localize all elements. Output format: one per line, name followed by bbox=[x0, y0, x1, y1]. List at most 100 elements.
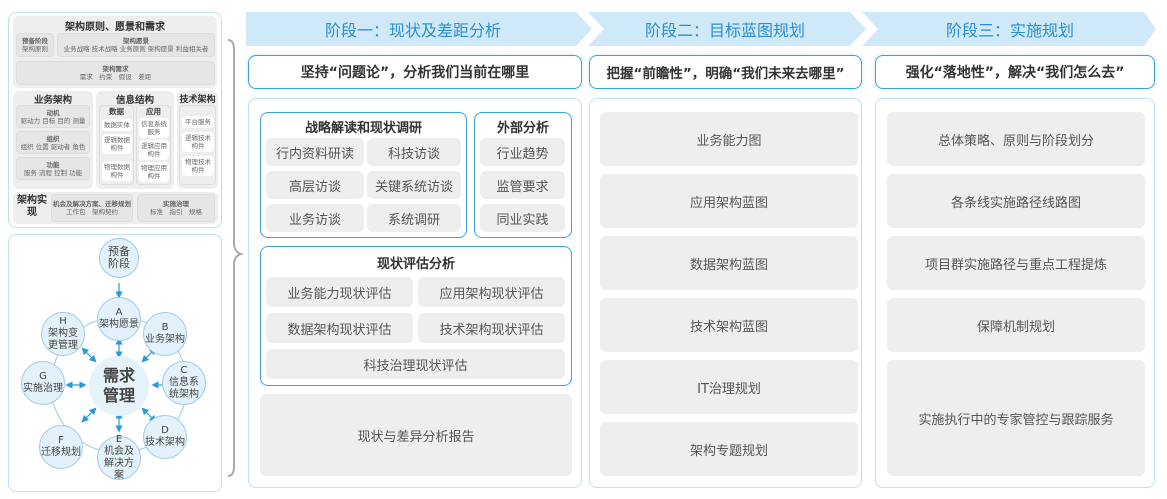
stage3-slogan: 强化“落地性”，解决“我们怎么去” bbox=[875, 55, 1155, 89]
strategy-title: 战略解读和现状调研 bbox=[304, 121, 422, 136]
app-item: 逻辑应用构件 bbox=[139, 140, 169, 160]
stage3-item: 各条线实施路径线路图 bbox=[887, 174, 1145, 228]
stage3-title: 阶段三：实施规划 bbox=[945, 21, 1074, 40]
gov-sub: 标准 指引 规格 bbox=[150, 208, 202, 216]
strategy-item: 系统调研 bbox=[367, 204, 461, 232]
strategy-item: 关键系统访谈 bbox=[367, 171, 461, 199]
strategy-research-box: 战略解读和现状调研 行内资料研读 科技访谈 高层访谈 关键系统访谈 业务访谈 系… bbox=[260, 112, 467, 238]
external-item: 监管要求 bbox=[480, 171, 565, 199]
stage-header-bar bbox=[246, 12, 1156, 46]
biz-item-sub: 驱动力 目标 目的 测量 bbox=[20, 116, 86, 125]
data-item: 数据实体 bbox=[102, 119, 132, 131]
app-column: 应用 信息系统服务 逻辑应用构件 物理应用构件 bbox=[136, 105, 171, 185]
prep-box: 预备阶段架构原则 bbox=[16, 33, 54, 57]
info-arch-group: 信息结构 数据 数据实体 逻辑数据构件 物理数据构件 应用 信息系统服务 逻辑应… bbox=[96, 91, 174, 189]
req-title: 架构需求 bbox=[102, 65, 129, 73]
stage2-item: 数据架构蓝图 bbox=[600, 236, 858, 290]
biz-title: 业务架构 bbox=[33, 95, 72, 106]
phase-label: 实施治理 bbox=[23, 383, 63, 394]
prep-label: 预备阶段 bbox=[108, 245, 130, 270]
biz-item-sub: 服务 流程 控制 功能 bbox=[23, 168, 83, 177]
phase-label: 机会及解决方案 bbox=[104, 446, 134, 481]
requirements-box: 架构需求需求 约束 假设 差距 bbox=[16, 61, 215, 85]
info-title: 信息结构 bbox=[115, 95, 154, 106]
stage2-item: IT治理规划 bbox=[600, 360, 858, 414]
phase-label: 业务架构 bbox=[145, 334, 185, 345]
tech-item: 物理技术构件 bbox=[182, 156, 214, 176]
opp-sub: 工作包 架构契约 bbox=[66, 208, 118, 216]
phase-label: 迁移规划 bbox=[41, 447, 81, 458]
opp-title: 机会及解决方案、迁移规划 bbox=[53, 200, 131, 208]
architecture-content-panel: 架构原则、愿景和需求 预备阶段架构原则 架构愿景业务战略 技术战略 业务原则 架… bbox=[8, 12, 222, 228]
prep-sub: 架构原则 bbox=[22, 45, 48, 53]
strategy-item: 行内资料研读 bbox=[266, 138, 364, 166]
tech-column: 平台服务 逻辑技术构件 物理技术构件 bbox=[179, 105, 216, 185]
phase-label: 信息系统架构 bbox=[169, 377, 199, 400]
stage3-item: 项目群实施路径与重点工程提炼 bbox=[887, 236, 1145, 290]
phase-letter: D bbox=[161, 425, 169, 436]
app-title: 应用 bbox=[146, 107, 161, 116]
assess-title: 现状评估分析 bbox=[376, 257, 455, 272]
phase-letter: G bbox=[39, 371, 47, 382]
biz-func: 功能服务 流程 控制 功能 bbox=[16, 157, 90, 180]
current-assessment-box: 现状评估分析 业务能力现状评估 应用架构现状评估 数据架构现状评估 技术架构现状… bbox=[260, 246, 572, 386]
app-item: 信息系统服务 bbox=[139, 118, 169, 138]
opportunity-box: 机会及解决方案、迁移规划工作包 架构契约 bbox=[51, 194, 133, 222]
app-item: 物理应用构件 bbox=[139, 162, 169, 182]
impl-title: 架构实现 bbox=[17, 195, 47, 218]
stage3-item: 保障机制规划 bbox=[887, 298, 1145, 352]
requirements-management-node: 需求管理 bbox=[89, 356, 149, 416]
phase-letter: H bbox=[59, 316, 67, 327]
gov-title: 实施治理 bbox=[163, 200, 189, 208]
stage2-item: 业务能力图 bbox=[600, 112, 858, 166]
assess-item: 数据架构现状评估 bbox=[266, 313, 413, 343]
phase-label: 技术架构 bbox=[145, 437, 185, 448]
biz-item-title: 功能 bbox=[46, 160, 60, 169]
stage3-chevron bbox=[862, 12, 1156, 46]
tech-arch-group: 技术架构 平台服务 逻辑技术构件 物理技术构件 bbox=[177, 91, 218, 189]
phase-letter: A bbox=[115, 307, 123, 318]
principles-group: 架构原则、愿景和需求 预备阶段架构原则 架构愿景业务战略 技术战略 业务原则 架… bbox=[13, 16, 217, 88]
assess-item: 科技治理现状评估 bbox=[266, 349, 565, 379]
assess-item: 应用架构现状评估 bbox=[418, 277, 565, 307]
data-item: 逻辑数据构件 bbox=[102, 134, 132, 154]
stage2-slogan: 把握“前瞻性”，明确“我们未来去哪里” bbox=[589, 55, 862, 89]
vision-sub: 业务战略 技术战略 业务原则 架构愿景 利益相关者 bbox=[63, 45, 209, 53]
biz-item-sub: 组织 位置 驱动者 角色 bbox=[20, 142, 86, 151]
brace-connector bbox=[227, 39, 244, 477]
stage2-item: 架构专题规划 bbox=[600, 422, 858, 476]
tech-title: 技术架构 bbox=[179, 95, 216, 105]
phase-letter: E bbox=[115, 434, 123, 445]
prep-phase-node: 预备阶段 bbox=[99, 238, 139, 278]
vision-title: 架构愿景 bbox=[123, 37, 149, 45]
biz-motive: 动机驱动力 目标 目的 测量 bbox=[16, 105, 90, 128]
phase-label: 架构愿景 bbox=[99, 319, 139, 330]
phase-letter: C bbox=[180, 365, 188, 376]
prep-title: 预备阶段 bbox=[22, 37, 48, 45]
tech-item: 平台服务 bbox=[182, 116, 214, 128]
phase-letter: B bbox=[161, 322, 169, 333]
phase-label: 架构变更管理 bbox=[48, 328, 78, 351]
data-item: 物理数据构件 bbox=[102, 161, 132, 181]
tech-item: 逻辑技术构件 bbox=[182, 132, 214, 152]
stage1-slogan: 坚持“问题论”，分析我们当前在哪里 bbox=[248, 55, 582, 89]
data-column: 数据 数据实体 逻辑数据构件 物理数据构件 bbox=[99, 105, 134, 185]
phase-letter: F bbox=[58, 435, 64, 446]
strategy-item: 高层访谈 bbox=[266, 171, 364, 199]
vision-box: 架构愿景业务战略 技术战略 业务原则 架构愿景 利益相关者 bbox=[57, 33, 215, 57]
assess-item: 业务能力现状评估 bbox=[266, 277, 413, 307]
data-title: 数据 bbox=[109, 107, 124, 116]
business-arch-group: 业务架构 动机驱动力 目标 目的 测量 组织组织 位置 驱动者 角色 功能服务 … bbox=[13, 91, 93, 189]
external-item: 行业趋势 bbox=[480, 138, 565, 166]
governance-box: 实施治理标准 指引 规格 bbox=[137, 194, 215, 222]
stage1-title: 阶段一：现状及差距分析 bbox=[324, 21, 501, 40]
external-title: 外部分析 bbox=[496, 121, 549, 136]
principles-title: 架构原则、愿景和需求 bbox=[65, 22, 165, 33]
